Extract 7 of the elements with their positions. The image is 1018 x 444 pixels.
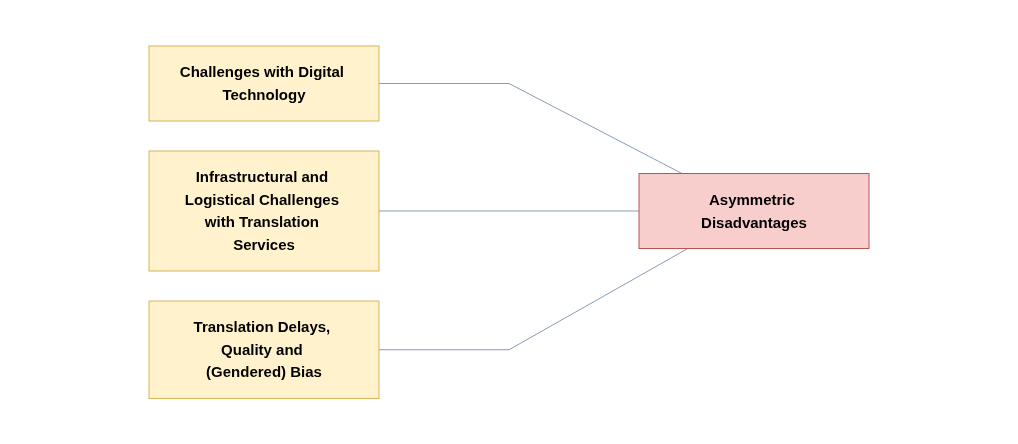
node-box: Infrastructural and Logistical Challenges with Translation Services	[148, 150, 380, 272]
connector	[378, 210, 640, 212]
node-box: Translation Delays, Quality and (Gendered) Bias	[148, 300, 380, 399]
connector	[378, 247, 689, 350]
node-box: Challenges with Digital Technology	[148, 45, 380, 122]
node-box: Asymmetric Disadvantages	[638, 172, 870, 249]
connector	[378, 82, 683, 174]
